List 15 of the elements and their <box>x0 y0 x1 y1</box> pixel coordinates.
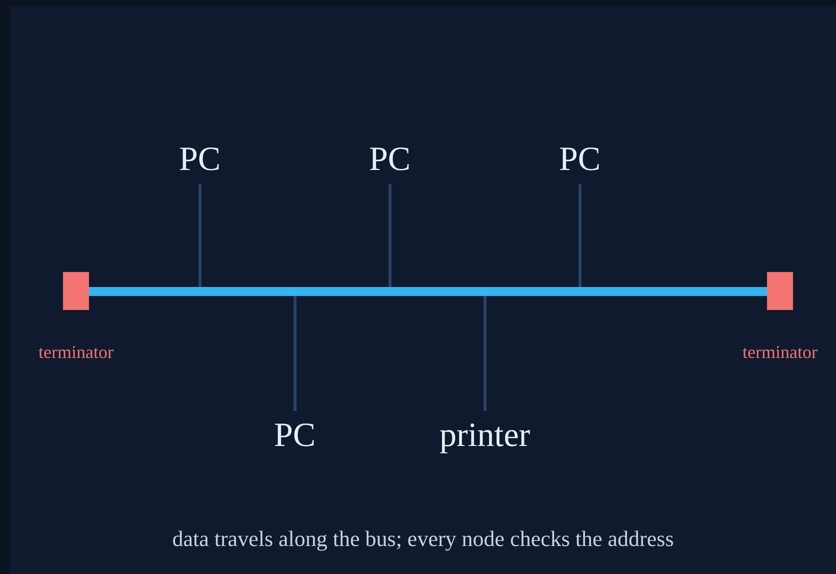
terminator-label: terminator <box>38 342 114 363</box>
drop-line <box>388 184 392 287</box>
device-label: PC <box>559 136 601 184</box>
device-label: printer <box>440 411 530 461</box>
device-label: PC <box>179 136 221 184</box>
drop-line <box>198 184 202 287</box>
drop-line <box>484 296 486 411</box>
terminator-block <box>63 272 89 310</box>
caption: data travels along the bus; every node checks the address <box>172 526 674 551</box>
terminator-label: terminator <box>742 342 818 363</box>
drop-line <box>578 184 582 287</box>
terminator-block <box>767 272 793 310</box>
drop-line <box>294 296 296 411</box>
device-label: PC <box>369 136 411 184</box>
device-label: PC <box>274 411 316 461</box>
